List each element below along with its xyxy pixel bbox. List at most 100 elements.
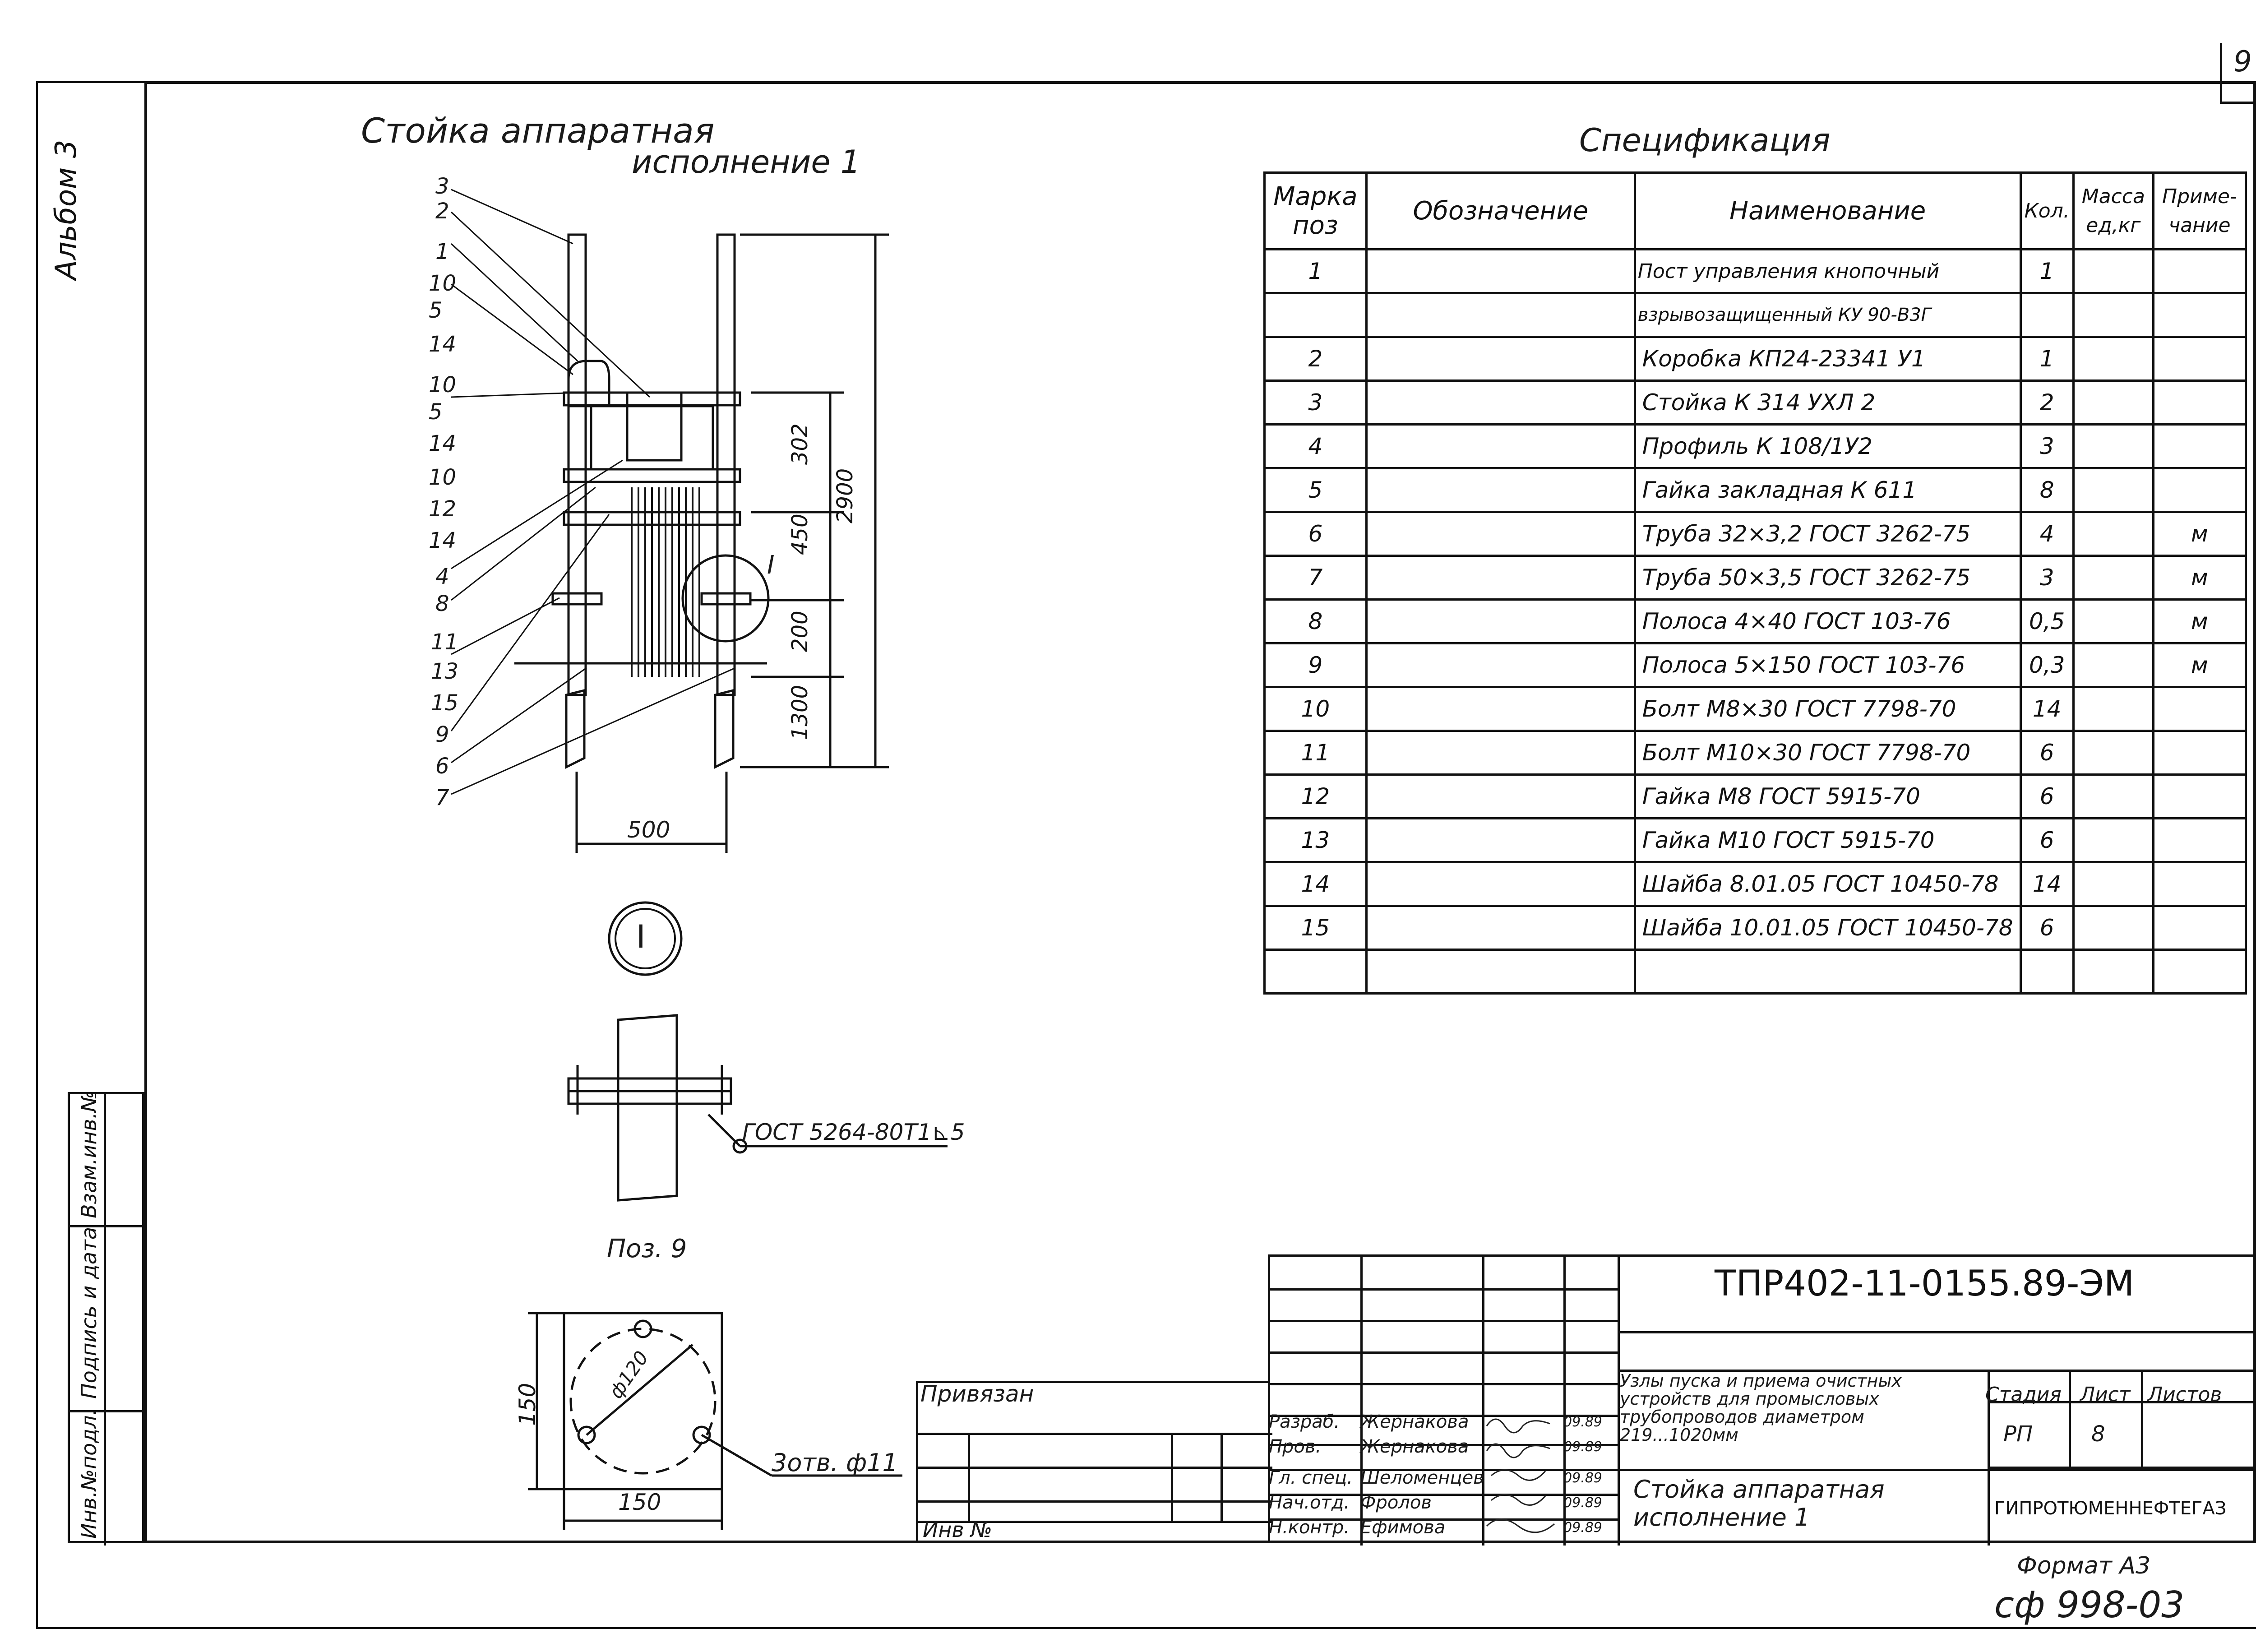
spec-row: взрывозащищенный КУ 90-В3Г xyxy=(1263,292,2247,338)
callout-12: 12 xyxy=(429,496,457,522)
role-n-kontr: Н.контр. xyxy=(1269,1517,1350,1538)
detail-callout-symbol xyxy=(608,901,683,976)
list-label: Лист xyxy=(2080,1383,2131,1406)
name-gl-spec: Шеломенцев xyxy=(1360,1467,1484,1488)
list-value: 8 xyxy=(2091,1421,2105,1447)
plate-drawing xyxy=(528,1312,902,1530)
spec-header-mass: Масса ед,кг xyxy=(2072,171,2154,250)
detail-marker-label: I xyxy=(767,551,775,580)
role-nach-otd: Нач.отд. xyxy=(1269,1492,1350,1513)
spec-header-pos: Марка поз xyxy=(1263,171,1368,250)
name-razrab: Жернакова xyxy=(1360,1411,1469,1432)
callout-6: 6 xyxy=(435,754,449,779)
callout-10a: 10 xyxy=(429,271,457,296)
dim-1300: 1300 xyxy=(787,685,813,740)
spec-header-name: Наименование xyxy=(1633,171,2022,250)
role-razrab: Разраб. xyxy=(1269,1411,1340,1432)
date-razrab: 09.89 xyxy=(1563,1414,1602,1430)
sheet-number-box xyxy=(2220,43,2256,104)
weld-note: ГОСТ 5264-80Т1⊾5 xyxy=(742,1119,965,1145)
spec-header-row: Марка поз Обозначение Наименование Кол. … xyxy=(1263,171,2247,250)
sheet-title: Стойка аппаратная исполнение 1 xyxy=(1633,1475,1885,1532)
pos9-label: Поз. 9 xyxy=(607,1234,687,1263)
callout-13: 13 xyxy=(431,659,459,684)
side-strip xyxy=(68,1092,147,1546)
name-prov: Жернакова xyxy=(1360,1436,1469,1457)
spec-header-note: Приме-чание xyxy=(2152,171,2247,250)
callout-1: 1 xyxy=(435,239,449,264)
drawing-title-line2: исполнение 1 xyxy=(632,143,861,180)
org-name: ГИПРОТЮМЕННЕФТЕГАЗ xyxy=(1994,1498,2227,1519)
side-strip-vzam-inv: Взам.инв.№ xyxy=(77,1090,101,1218)
callout-10b: 10 xyxy=(429,372,457,398)
dim-302: 302 xyxy=(787,423,813,465)
spec-header-designation: Обозначение xyxy=(1365,171,1636,250)
dim-450: 450 xyxy=(787,514,813,555)
stadiya-label: Стадия xyxy=(1985,1383,2062,1406)
spec-row xyxy=(1263,949,2247,995)
date-n-kontr: 09.89 xyxy=(1563,1520,1602,1536)
callout-10c: 10 xyxy=(429,465,457,490)
sheet-number: 9 xyxy=(2233,45,2252,79)
callout-5b: 5 xyxy=(429,399,443,425)
doc-code-handwritten: сф 998-03 xyxy=(1994,1584,2185,1626)
signatures xyxy=(1486,1418,1555,1533)
dim-2900: 2900 xyxy=(832,468,858,523)
dim-500: 500 xyxy=(627,817,670,843)
callout-4: 4 xyxy=(435,564,449,589)
title-block xyxy=(1268,1254,2256,1546)
detail-label: I xyxy=(636,918,646,955)
privyazan-label: Привязан xyxy=(920,1381,1034,1407)
callout-3: 3 xyxy=(435,174,449,199)
callout-14c: 14 xyxy=(429,528,457,553)
holes-note: 3отв. ф11 xyxy=(772,1448,898,1477)
callout-8: 8 xyxy=(435,591,449,616)
callout-2: 2 xyxy=(435,199,449,224)
callout-14b: 14 xyxy=(429,431,457,456)
name-nach-otd: Фролов xyxy=(1360,1492,1432,1513)
inv-no-label: Инв № xyxy=(923,1518,993,1542)
plate-dim-w: 150 xyxy=(618,1489,661,1515)
callout-14a: 14 xyxy=(429,332,457,357)
spec-header-qty: Кол. xyxy=(2019,171,2075,250)
listov-label: Листов xyxy=(2148,1383,2222,1406)
stadiya-value: РП xyxy=(2003,1421,2033,1447)
plate-dim-h: 150 xyxy=(514,1383,541,1426)
date-nach-otd: 09.89 xyxy=(1563,1495,1602,1511)
callout-5a: 5 xyxy=(429,298,443,323)
date-prov: 09.89 xyxy=(1563,1439,1602,1455)
album-label: Альбом 3 xyxy=(50,139,83,280)
right-post xyxy=(716,233,736,696)
detail-drawing xyxy=(567,1014,948,1202)
side-strip-inv-podl: Инв.№подл. xyxy=(77,1408,101,1539)
callout-11: 11 xyxy=(431,629,459,655)
callout-7: 7 xyxy=(435,785,449,810)
spec-table: Марка поз Обозначение Наименование Кол. … xyxy=(1263,171,2247,995)
role-gl-spec: Гл. спец. xyxy=(1269,1467,1353,1488)
name-n-kontr: Ефимова xyxy=(1360,1517,1446,1538)
privyazan-block xyxy=(916,1381,1272,1543)
callout-15: 15 xyxy=(431,690,459,716)
callout-9: 9 xyxy=(435,722,449,747)
doc-number: ТПР402-11-0155.89-ЭМ xyxy=(1715,1263,2135,1304)
left-post xyxy=(567,233,587,696)
side-strip-podpis-data: Подпись и дата xyxy=(77,1226,101,1399)
format-label: Формат А3 xyxy=(2017,1552,2151,1579)
drawing-title-line1: Стойка аппаратная xyxy=(361,111,715,151)
assembly-drawing xyxy=(450,189,889,853)
project-title: Узлы пуска и приема очистных устройств д… xyxy=(1620,1371,1902,1445)
